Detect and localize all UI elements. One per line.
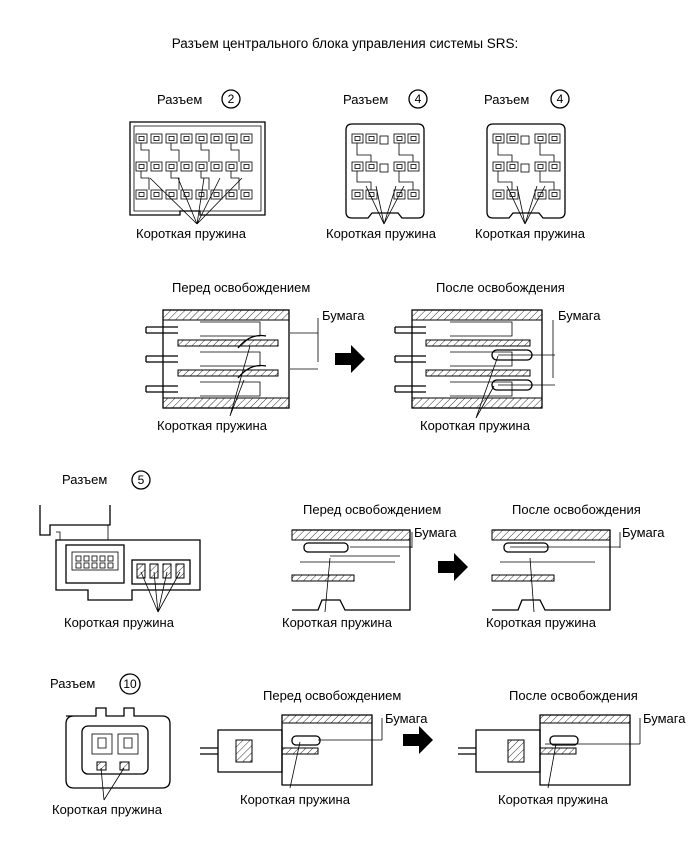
connector-label: Разъем [50, 676, 95, 691]
section-after-release-10 [458, 714, 641, 789]
before-release-label: Перед освобождением [263, 688, 401, 703]
short-spring-label: Короткая пружина [282, 615, 393, 630]
connector-4b-face [486, 123, 566, 225]
connector-5-face [39, 505, 201, 613]
short-spring-label: Короткая пружина [326, 226, 437, 241]
before-release-label: Перед освобождением [172, 280, 310, 295]
short-spring-label: Короткая пружина [64, 615, 175, 630]
short-spring-label: Короткая пружина [136, 226, 247, 241]
short-spring-label: Короткая пружина [52, 802, 163, 817]
arrow-icon [438, 553, 468, 581]
section-before-release-10 [200, 714, 383, 789]
short-spring-label: Короткая пружина [498, 792, 609, 807]
section-before-release-5 [291, 529, 413, 613]
paper-label: Бумага [643, 711, 686, 726]
paper-label: Бумага [385, 711, 428, 726]
short-spring-label: Короткая пружина [240, 792, 351, 807]
after-release-label: После освобождения [512, 502, 641, 517]
after-release-label: После освобождения [436, 280, 565, 295]
connector-number-circle [131, 470, 151, 490]
section-before-release-1 [145, 309, 319, 417]
connector-label: Разъем [62, 472, 107, 487]
short-spring-label: Короткая пружина [486, 615, 597, 630]
connector-4a-header: Разъем 4 [343, 89, 428, 109]
short-spring-label: Короткая пружина [157, 418, 268, 433]
connector-10-header: Разъем 10 [50, 673, 141, 695]
short-spring-label: Короткая пружина [475, 226, 586, 241]
connector-label: Разъем [343, 92, 388, 107]
short-spring-label: Короткая пружина [420, 418, 531, 433]
connector-4a-face [345, 123, 425, 225]
connector-2-header: Разъем 2 [157, 89, 241, 109]
paper-label: Бумага [622, 525, 665, 540]
connector-5-header: Разъем 5 [62, 470, 151, 490]
paper-label: Бумага [414, 525, 457, 540]
connector-number-circle [408, 89, 428, 109]
section-after-release-5 [491, 529, 621, 613]
connector-2-face [129, 121, 266, 225]
connector-label: Разъем [484, 92, 529, 107]
connector-number: 2 [228, 92, 235, 106]
section-after-release-1 [394, 309, 555, 419]
arrow-icon [403, 726, 433, 754]
connector-number-circle [550, 89, 570, 109]
connector-number: 5 [138, 473, 145, 487]
page-title: Разъем центрального блока управления сис… [172, 36, 519, 51]
connector-number-circle [119, 673, 141, 695]
paper-label: Бумага [322, 308, 365, 323]
after-release-label: После освобождения [509, 688, 638, 703]
before-release-label: Перед освобождением [303, 502, 441, 517]
connector-number: 10 [123, 677, 137, 691]
connector-10-face [65, 707, 171, 801]
connector-number: 4 [415, 92, 422, 106]
paper-label: Бумага [558, 308, 601, 323]
connector-4b-header: Разъем 4 [484, 89, 570, 109]
connector-number-circle [221, 89, 241, 109]
connector-number: 4 [557, 92, 564, 106]
arrow-icon [335, 345, 365, 373]
connector-label: Разъем [157, 92, 202, 107]
